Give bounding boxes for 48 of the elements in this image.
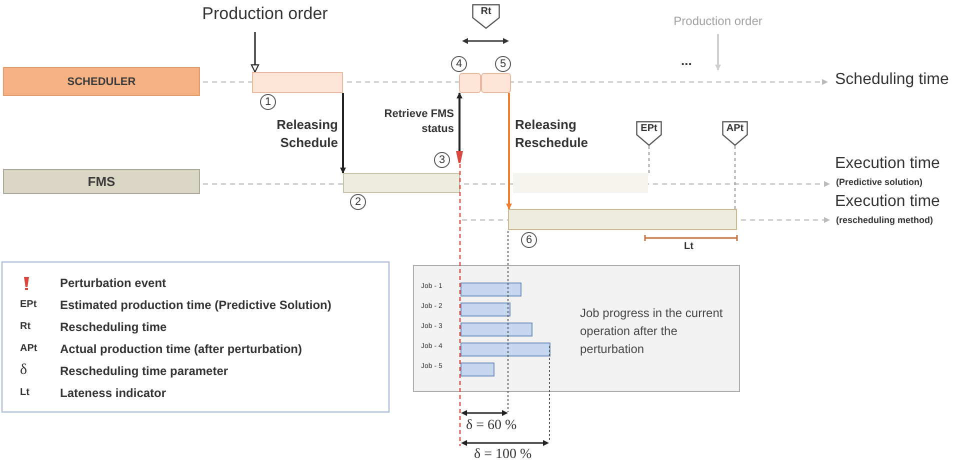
arrow bbox=[456, 92, 462, 151]
dimension-label: Lt bbox=[684, 241, 694, 252]
legend-text: Estimated production time (Predictive Solution) bbox=[60, 298, 332, 312]
arrow bbox=[715, 34, 721, 71]
legend-text: Lateness indicator bbox=[60, 386, 166, 400]
legend-text: Perturbation event bbox=[60, 276, 166, 290]
legend-text: Rescheduling time parameter bbox=[60, 364, 228, 378]
callout-number: 3 bbox=[434, 152, 450, 168]
arrow bbox=[340, 93, 346, 174]
axis-label: Execution time bbox=[835, 155, 940, 173]
legend-symbol: Rt bbox=[20, 321, 31, 332]
legend-text: Actual production time (after perturbation) bbox=[60, 342, 302, 356]
legend-symbol: Lt bbox=[20, 387, 30, 398]
legend-symbol: EPt bbox=[20, 299, 37, 310]
lane-box: FMS bbox=[3, 169, 200, 194]
axis-label: Scheduling time bbox=[835, 71, 949, 89]
perturbation-marker-icon bbox=[456, 151, 463, 163]
callout-number: 5 bbox=[495, 56, 511, 72]
arrow bbox=[250, 32, 260, 73]
task-bar bbox=[343, 173, 460, 193]
dimension-label: δ = 60 % bbox=[466, 418, 517, 434]
legend-symbol: δ bbox=[20, 362, 28, 379]
task-bar bbox=[252, 72, 343, 93]
task-box bbox=[481, 73, 511, 93]
ellipsis: ... bbox=[681, 53, 692, 68]
task-bar bbox=[508, 209, 737, 230]
heading-text: Production order bbox=[195, 4, 335, 32]
time-marker: Rt bbox=[472, 4, 500, 29]
leader-line bbox=[734, 146, 736, 209]
callout-number: 4 bbox=[451, 56, 467, 72]
callout-number: 1 bbox=[260, 94, 276, 110]
callout-number: 6 bbox=[521, 232, 537, 248]
legend-text: Rescheduling time bbox=[60, 320, 167, 334]
task-box bbox=[459, 73, 481, 93]
axis-note: (Predictive solution) bbox=[836, 177, 923, 187]
time-marker: APt bbox=[722, 121, 748, 146]
arrow bbox=[506, 93, 512, 210]
legend-symbol: APt bbox=[20, 343, 38, 354]
heading-text: Production order bbox=[650, 14, 786, 34]
axis-label: Execution time bbox=[835, 193, 940, 211]
lane-box: SCHEDULER bbox=[3, 67, 200, 96]
panel-text: Job progress in the current operation after the perturbation bbox=[580, 305, 724, 358]
dimension-label: δ = 100 % bbox=[474, 447, 532, 463]
task-bar bbox=[513, 173, 648, 193]
time-marker: EPt bbox=[636, 121, 662, 146]
callout-number: 2 bbox=[350, 194, 366, 210]
axis-note: (rescheduling method) bbox=[836, 215, 934, 225]
leader-line bbox=[648, 146, 650, 173]
